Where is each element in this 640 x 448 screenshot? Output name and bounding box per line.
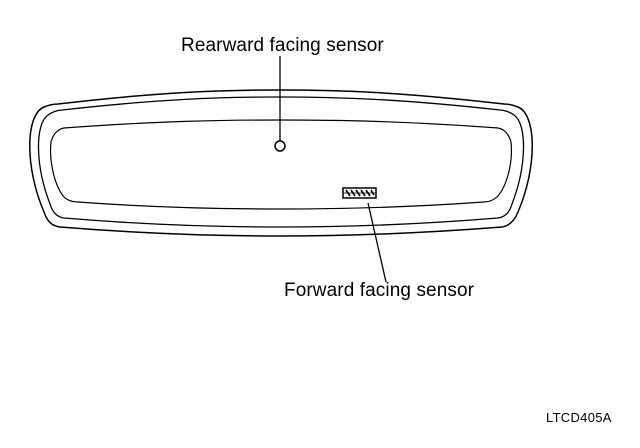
mirror-outer-outline — [29, 89, 533, 237]
forward-sensor-leader-line — [367, 202, 387, 283]
sensor-window-icon — [342, 187, 377, 199]
forward-sensor-label: Forward facing sensor — [284, 280, 475, 301]
rear-sensor-label: Rearward facing sensor — [181, 35, 384, 56]
mirror-bezel-outline — [37, 96, 525, 228]
figure-code: LTCD405A — [546, 410, 612, 425]
mirror-glass-outline — [49, 119, 513, 210]
circular-sensor-icon — [274, 140, 286, 152]
